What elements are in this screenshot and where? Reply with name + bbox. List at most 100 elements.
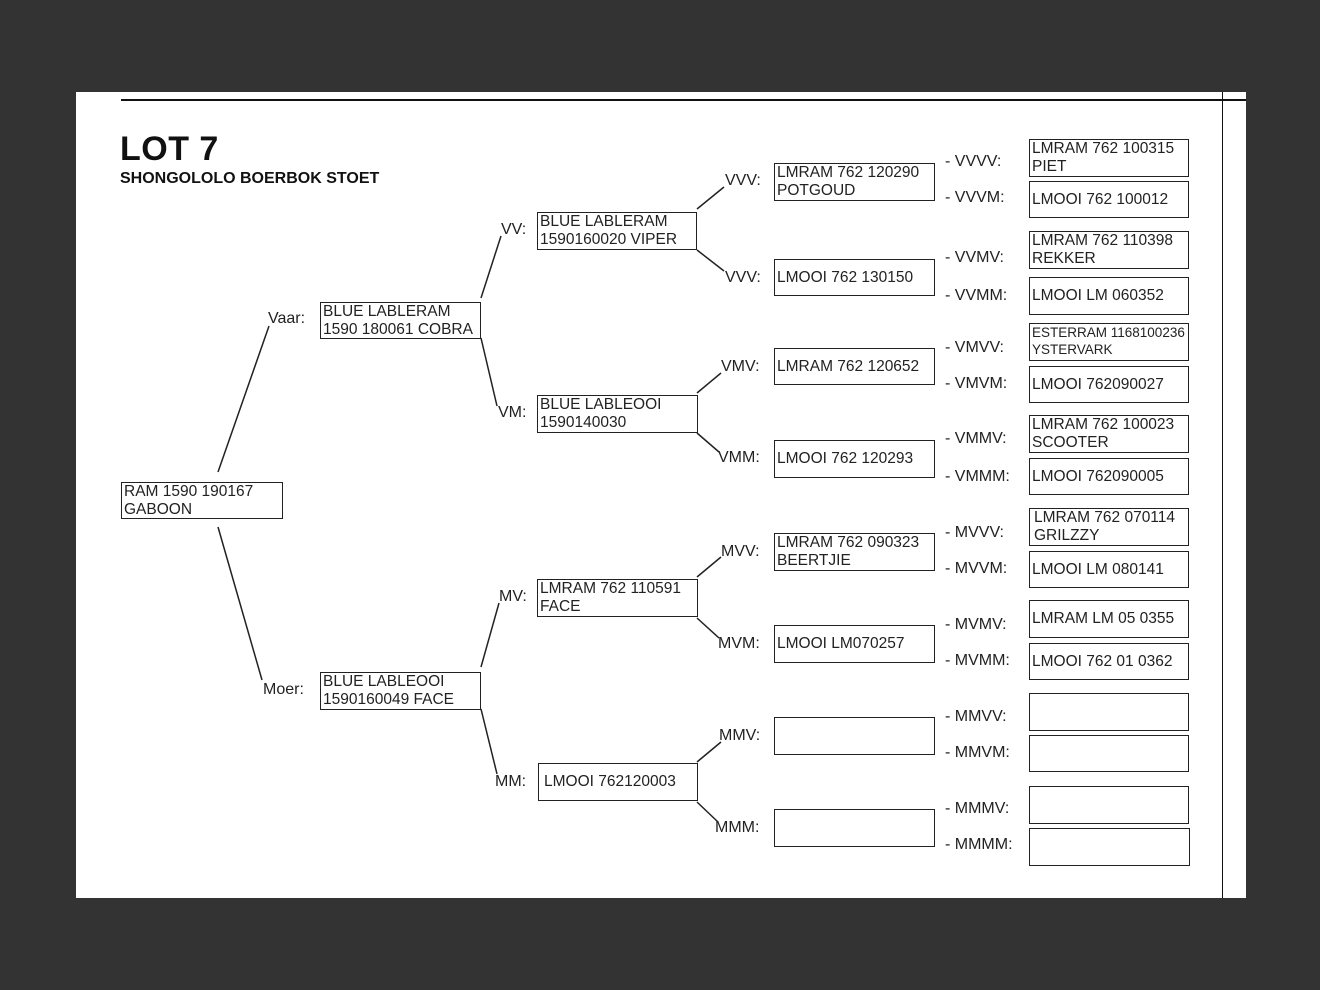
vaar-box: BLUE LABLERAM 1590 180061 COBRA xyxy=(320,302,481,339)
connector-line xyxy=(696,186,725,210)
vaar-line1: BLUE LABLERAM xyxy=(323,303,451,320)
vvm-box: LMOOI 762 130150 xyxy=(774,259,935,296)
vvv-box: LMRAM 762 120290 POTGOUD xyxy=(774,163,935,201)
vaar-label: Vaar: xyxy=(268,310,306,327)
mvmv-line1: LMRAM LM 05 0355 xyxy=(1032,610,1175,627)
mm-line1: LMOOI 762120003 xyxy=(544,773,676,790)
mv-line2: FACE xyxy=(540,598,581,615)
right-rule xyxy=(1222,92,1223,898)
vmvv-box: ESTERRAM 1168100236 YSTERVARK xyxy=(1029,323,1189,361)
mmvm-box xyxy=(1029,735,1189,772)
mm-box: LMOOI 762120003 xyxy=(538,763,698,801)
mmvv-label: - MMVV: xyxy=(945,708,1007,725)
mvvm-box: LMOOI LM 080141 xyxy=(1029,551,1189,588)
animal-name: GABOON xyxy=(124,501,193,518)
mmv-label: MMV: xyxy=(719,727,761,744)
mvmv-label: - MVMV: xyxy=(945,616,1007,633)
vmmm-box: LMOOI 762090005 xyxy=(1029,458,1189,495)
connector-line xyxy=(217,325,270,473)
vm-label: VM: xyxy=(498,404,527,421)
mmmv-label: - MMMV: xyxy=(945,800,1010,817)
mvv-label: MVV: xyxy=(721,543,760,560)
mvm-label: MVM: xyxy=(718,635,760,652)
vm-line2: 1590140030 xyxy=(540,414,627,431)
mvm-line1: LMOOI LM070257 xyxy=(777,635,905,652)
moer-line2: 1590160049 FACE xyxy=(323,691,454,708)
vvvm-box: LMOOI 762 100012 xyxy=(1029,181,1189,218)
mvmm-box: LMOOI 762 01 0362 xyxy=(1029,643,1189,680)
vm-box: BLUE LABLEOOI 1590140030 xyxy=(537,395,698,433)
vvvm-label: - VVVM: xyxy=(945,189,1005,206)
mvvv-line1: LMRAM 762 070114 xyxy=(1034,509,1176,526)
mvvm-label: - MVVM: xyxy=(945,560,1008,577)
connector-line xyxy=(480,235,502,299)
mmm-label: MMM: xyxy=(715,819,760,836)
vmmv-line1: LMRAM 762 100023 xyxy=(1032,416,1175,433)
mmm-box xyxy=(774,809,935,847)
vmm-label: VMM: xyxy=(718,449,760,466)
animal-box: RAM 1590 190167 GABOON xyxy=(121,482,283,519)
mvvm-line1: LMOOI LM 080141 xyxy=(1032,560,1164,578)
vvmm-box: LMOOI LM 060352 xyxy=(1029,277,1189,315)
connector-line xyxy=(696,372,722,394)
mvmm-line1: LMOOI 762 01 0362 xyxy=(1032,652,1173,670)
mmvv-box xyxy=(1029,693,1189,731)
vmmm-label: - VMMM: xyxy=(945,468,1010,485)
vmv-box: LMRAM 762 120652 xyxy=(774,348,935,385)
vvmv-box: LMRAM 762 110398 REKKER xyxy=(1029,231,1189,269)
mv-box: LMRAM 762 110591 FACE xyxy=(537,579,698,617)
vmm-line1: LMOOI 762 120293 xyxy=(777,450,914,467)
moer-label: Moer: xyxy=(263,681,304,698)
mm-label: MM: xyxy=(495,773,527,790)
vvmv-line2: REKKER xyxy=(1032,250,1096,267)
animal-id: RAM 1590 190167 xyxy=(124,483,254,500)
mmv-box xyxy=(774,717,935,755)
vvv-line2: POTGOUD xyxy=(777,182,856,199)
mvmm-label: - MVMM: xyxy=(945,652,1010,669)
moer-box: BLUE LABLEOOI 1590160049 FACE xyxy=(320,672,481,710)
vvm-line1: LMOOI 762 130150 xyxy=(777,268,914,286)
connector-line xyxy=(696,432,720,453)
vaar-line2: 1590 180061 COBRA xyxy=(323,321,473,338)
connector-line xyxy=(696,617,720,639)
mvvv-box: LMRAM 762 070114 GRILZZY xyxy=(1029,508,1189,546)
connector-line xyxy=(480,708,498,775)
mvv-line1: LMRAM 762 090323 xyxy=(777,534,920,551)
vmvv-line1: ESTERRAM 1168100236 xyxy=(1032,325,1185,340)
connector-line xyxy=(217,526,263,681)
vv-label: VV: xyxy=(501,221,527,238)
vvvv-line2: PIET xyxy=(1032,158,1067,175)
top-rule xyxy=(121,99,1246,101)
lot-title: LOT 7 xyxy=(120,130,219,168)
vvmv-label: - VVMV: xyxy=(945,249,1004,266)
mmvm-label: - MMVM: xyxy=(945,744,1010,761)
connector-line xyxy=(696,556,722,578)
mvmv-box: LMRAM LM 05 0355 xyxy=(1029,600,1189,638)
vmv-label: VMV: xyxy=(721,358,760,375)
vm-line1: BLUE LABLEOOI xyxy=(540,396,662,413)
mv-line1: LMRAM 762 110591 xyxy=(540,580,682,597)
mvvv-line2: GRILZZY xyxy=(1034,527,1100,544)
vmv-line1: LMRAM 762 120652 xyxy=(777,357,920,375)
connector-line xyxy=(696,249,725,272)
moer-line1: BLUE LABLEOOI xyxy=(323,673,445,690)
mvv-line2: BEERTJIE xyxy=(777,552,851,569)
vmvv-line2: YSTERVARK xyxy=(1032,342,1113,357)
vmm-box: LMOOI 762 120293 xyxy=(774,440,935,478)
vmvm-label: - VMVM: xyxy=(945,375,1008,392)
vvm-label: VVV: xyxy=(725,269,761,286)
vmmv-label: - VMMV: xyxy=(945,430,1007,447)
vmmv-line2: SCOOTER xyxy=(1032,434,1109,451)
vv-line2: 1590160020 VIPER xyxy=(540,231,678,248)
connector-line xyxy=(480,602,500,668)
mmmm-box xyxy=(1029,828,1190,866)
mv-label: MV: xyxy=(499,588,527,605)
mmmv-box xyxy=(1029,786,1189,824)
stud-name: SHONGOLOLO BOERBOK STOET xyxy=(120,170,380,187)
vvmm-label: - VVMM: xyxy=(945,287,1008,304)
mmmm-label: - MMMM: xyxy=(945,836,1013,853)
vmmv-box: LMRAM 762 100023 SCOOTER xyxy=(1029,415,1189,453)
connector-line xyxy=(696,741,722,763)
vv-line1: BLUE LABLERAM xyxy=(540,213,668,230)
